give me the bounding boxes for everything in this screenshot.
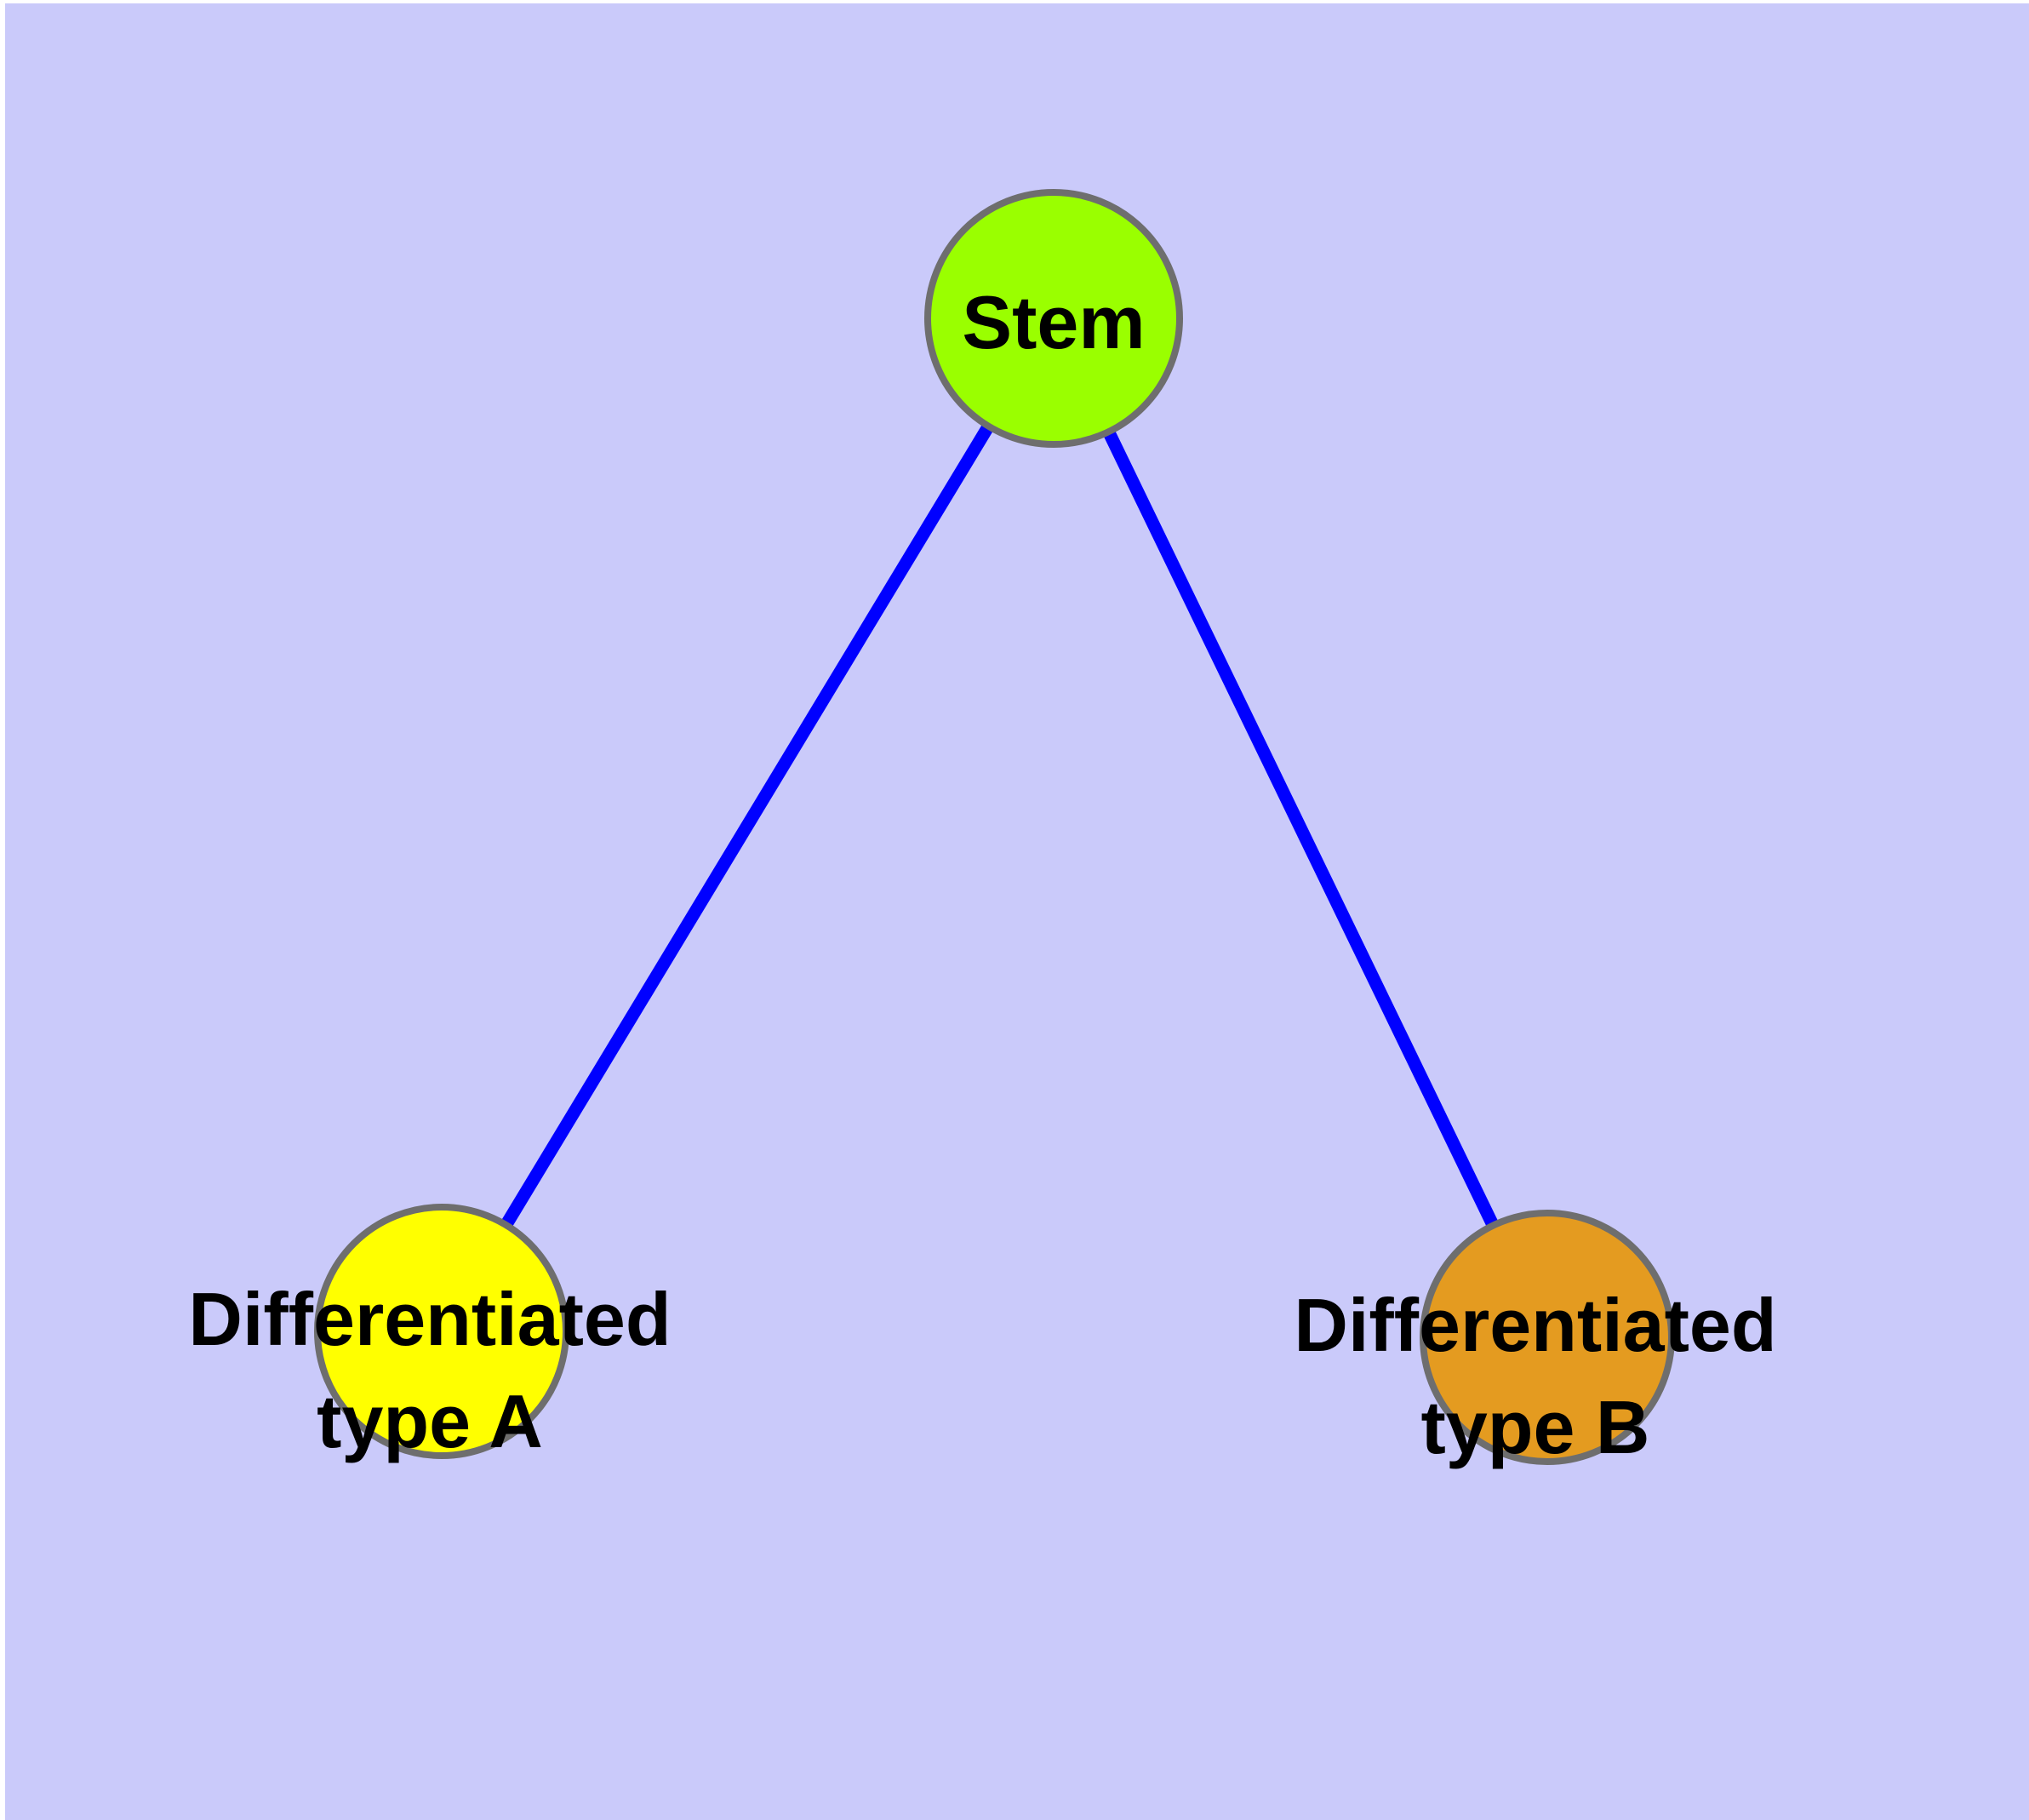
node-differentiated-type-a	[314, 1204, 569, 1459]
node-type-a-label-line-1: Differentiated	[188, 1277, 672, 1361]
node-type-a-label: Differentiated type A	[188, 1268, 671, 1473]
node-stem-label: Stem	[962, 272, 1145, 374]
node-differentiated-type-b	[1420, 1210, 1675, 1465]
node-type-b-label-line-1: Differentiated	[1294, 1283, 1777, 1367]
node-stem-label-line: Stem	[962, 280, 1146, 364]
node-type-a-label-line-2: type A	[317, 1379, 543, 1463]
node-stem	[924, 189, 1183, 448]
node-type-b-label: Differentiated type B	[1294, 1274, 1776, 1479]
node-type-b-label-line-2: type B	[1420, 1385, 1650, 1469]
